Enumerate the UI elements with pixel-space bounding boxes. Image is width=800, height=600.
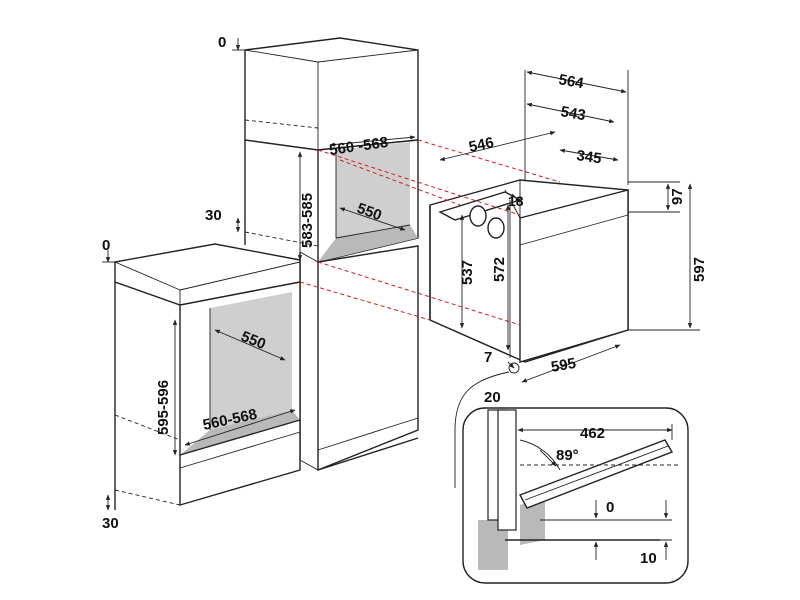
- dim-door-level-10: 10: [640, 550, 657, 567]
- dim-oven-offset-20: 20: [484, 389, 501, 406]
- dim-door-level-0: 0: [606, 499, 614, 516]
- dim-oven-depth-345: 345: [575, 147, 602, 167]
- base-cabinet: [114, 243, 301, 510]
- dim-oven-gap-7: 7: [484, 349, 492, 366]
- dim-oven-body-572: 572: [491, 257, 508, 282]
- dim-tall-niche-height: 583-585: [299, 193, 316, 248]
- dim-oven-panel-97: 97: [669, 188, 686, 205]
- dim-base-bottom-30: 30: [102, 515, 119, 532]
- dim-oven-depth-543: 543: [559, 103, 587, 124]
- dim-base-top-zero: 0: [102, 237, 110, 254]
- dimension-lines: [102, 38, 700, 511]
- detail-callout: [454, 362, 689, 584]
- dim-oven-depth-546: 546: [467, 134, 495, 156]
- dim-oven-depth-564: 564: [557, 71, 585, 92]
- dim-door-angle: 89°: [556, 447, 579, 464]
- dim-tall-top-zero: 0: [218, 34, 226, 51]
- dim-oven-height-597: 597: [691, 257, 708, 282]
- dim-oven-top-18: 18: [508, 193, 524, 209]
- dim-tall-side-30: 30: [205, 207, 222, 224]
- dim-door-open-462: 462: [580, 425, 605, 442]
- dim-oven-body-537: 537: [459, 260, 476, 285]
- dim-base-niche-height: 595-596: [155, 380, 172, 435]
- dim-oven-width-595: 595: [550, 355, 578, 376]
